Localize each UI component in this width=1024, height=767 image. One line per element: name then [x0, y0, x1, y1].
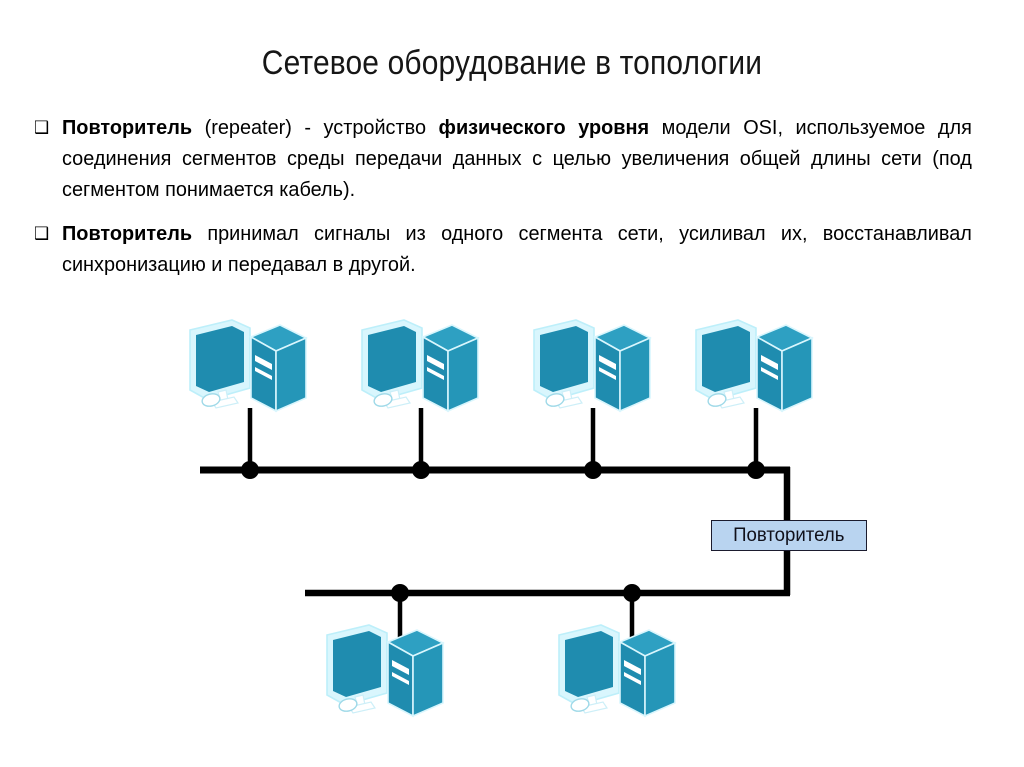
page-title: Сетевое оборудование в топологии	[261, 44, 763, 82]
computer-node-6	[558, 624, 676, 717]
computer-node-5	[326, 624, 444, 717]
topology-svg	[189, 319, 813, 717]
computer-node-3	[533, 319, 651, 412]
hollow-square-bullet-icon: ❑	[34, 118, 50, 137]
bottom-segment-group	[305, 584, 790, 717]
computer-node-2	[361, 319, 479, 412]
list-item: ❑ Повторитель принимал сигналы из одного…	[28, 218, 1000, 280]
repeater-label-text: Повторитель	[733, 524, 845, 546]
computer-node-1	[189, 319, 307, 412]
bullet-1-seg-0: Повторитель	[62, 116, 193, 139]
bullet-2-seg-0: Повторитель	[62, 222, 193, 245]
hollow-square-bullet-icon: ❑	[34, 224, 50, 243]
top-segment-group	[189, 319, 813, 479]
list-item: ❑ Повторитель (repeater) - устройство фи…	[28, 112, 1000, 205]
computer-node-4	[695, 319, 813, 412]
bullet-2-seg-1: принимал сигналы из одного сегмента сети…	[62, 222, 972, 276]
junction-dot-1	[241, 461, 259, 479]
junction-dot-3	[584, 461, 602, 479]
bullet-2-text: Повторитель принимал сигналы из одного с…	[62, 218, 972, 280]
bullet-1-text: Повторитель (repeater) - устройство физи…	[62, 112, 972, 205]
junction-dot-4	[747, 461, 765, 479]
bullet-1-seg-1: (repeater) - устройство	[192, 116, 439, 139]
bullet-1-seg-2: физического уровня	[438, 116, 650, 139]
junction-dot-6	[623, 584, 641, 602]
junction-dot-2	[412, 461, 430, 479]
bullet-list: ❑ Повторитель (repeater) - устройство фи…	[28, 112, 1000, 293]
network-topology-diagram: Повторитель	[0, 300, 1024, 767]
junction-dot-5	[391, 584, 409, 602]
repeater-label-box: Повторитель	[711, 520, 867, 551]
bullet-1-seg-3: модели OSI, используемое для соединения …	[62, 116, 972, 201]
